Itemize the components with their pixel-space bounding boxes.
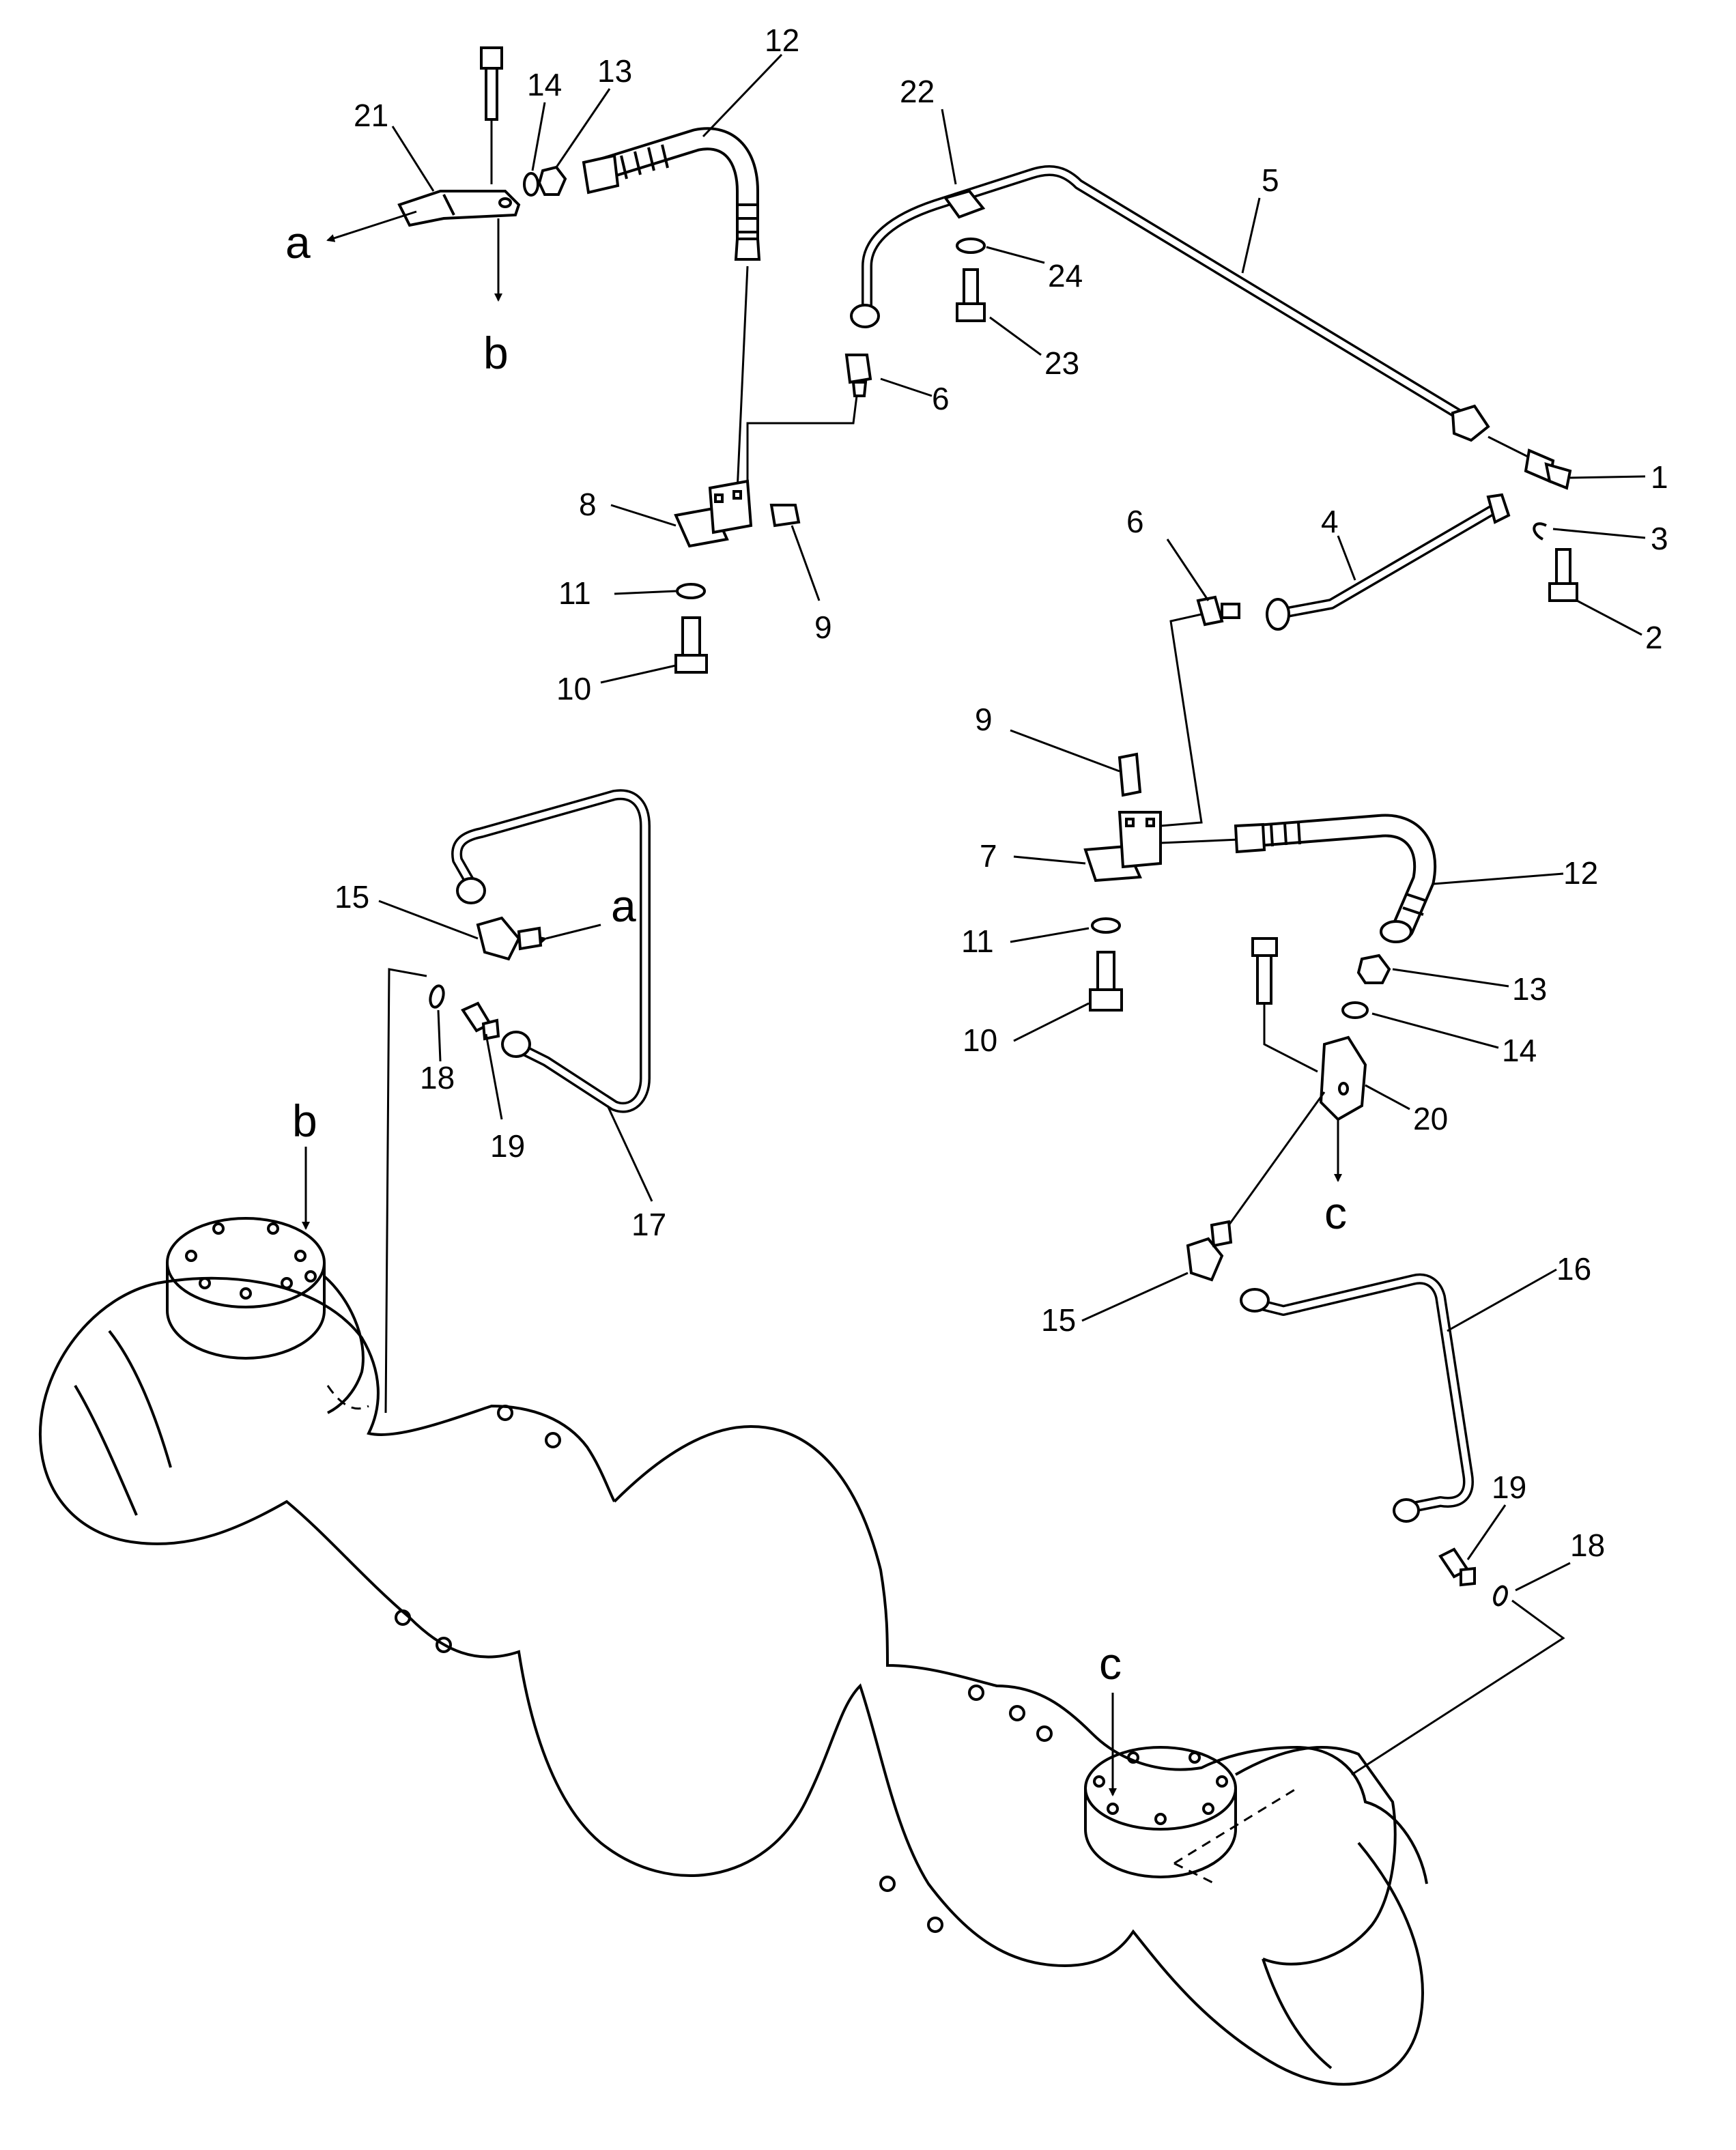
callout-15-right: 15 [1041, 1302, 1076, 1338]
bolt-10-upper [674, 616, 708, 674]
callout-10-right: 10 [963, 1022, 997, 1058]
callout-20: 20 [1413, 1101, 1448, 1136]
callout-11-right: 11 [961, 923, 994, 959]
lead-20-15 [1227, 1091, 1326, 1226]
callout-4: 4 [1321, 504, 1339, 539]
arrow-a-upper [326, 210, 417, 242]
hose-12-right [1234, 814, 1437, 943]
axle-housing [38, 1217, 1428, 2086]
bolt-10-right [1089, 951, 1123, 1012]
callout-7: 7 [980, 838, 997, 874]
fitting-6-right [1196, 595, 1240, 627]
callout-10-upper: 10 [556, 671, 591, 706]
callout-13-upper: 13 [597, 53, 632, 89]
washer-11-right [1091, 917, 1121, 934]
bracket-20 [1319, 1035, 1367, 1121]
clip-22 [943, 189, 986, 219]
tube-17 [451, 789, 651, 1113]
callout-5: 5 [1262, 162, 1279, 198]
callout-19-right: 19 [1492, 1470, 1526, 1505]
lead-8-6 [746, 395, 858, 491]
fitting-19-right [1438, 1547, 1476, 1587]
callout-12-upper: 12 [765, 23, 799, 58]
bolt-upper-left [480, 46, 503, 184]
plug-9-right [1118, 752, 1142, 797]
tee-1 [1524, 448, 1572, 490]
arrow-a-lower [538, 923, 601, 945]
callout-16: 16 [1556, 1251, 1591, 1287]
callout-14-right: 14 [1502, 1033, 1537, 1068]
washer-14-upper [523, 172, 539, 197]
tube-16 [1240, 1273, 1474, 1523]
bolt-23 [956, 268, 986, 322]
reference-letters: a b a b c c [285, 217, 1347, 1689]
callout-18-right: 18 [1570, 1528, 1605, 1563]
bolt-2 [1548, 548, 1578, 602]
callout-11-upper: 11 [558, 575, 591, 611]
callout-22: 22 [900, 74, 935, 109]
callout-18-left: 18 [420, 1060, 455, 1095]
nut-13-upper [537, 165, 567, 196]
ref-c-upper: c [1324, 1188, 1347, 1238]
callout-8: 8 [579, 487, 597, 522]
washer-14-right [1341, 1001, 1369, 1019]
lead-5-1 [1488, 435, 1530, 459]
callout-6-right: 6 [1126, 504, 1144, 539]
callout-17: 17 [631, 1207, 666, 1242]
block-8 [674, 479, 753, 548]
bolt-20 [1251, 937, 1318, 1073]
callout-1: 1 [1651, 459, 1668, 495]
oring-18-right [1493, 1585, 1508, 1607]
fitting-19-left [461, 1001, 500, 1041]
callout-19-left: 19 [490, 1128, 525, 1164]
ref-b-upper: b [483, 328, 509, 378]
callout-9-right: 9 [975, 702, 993, 737]
callout-24: 24 [1048, 258, 1083, 293]
nut-13-right [1356, 954, 1391, 984]
tube-5 [850, 165, 1490, 442]
callout-12-right: 12 [1563, 855, 1598, 891]
tube-4 [1266, 493, 1511, 631]
ref-a-upper: a [285, 217, 311, 268]
callout-3: 3 [1651, 521, 1668, 556]
elbow-15-left [476, 916, 543, 961]
callout-14-upper: 14 [527, 67, 562, 102]
ref-b-lower: b [292, 1095, 317, 1146]
ref-c-lower: c [1099, 1638, 1122, 1689]
plug-9-upper [769, 504, 801, 528]
callout-2: 2 [1645, 620, 1663, 655]
lead-7-12 [1160, 838, 1240, 844]
lead-18-housing-left [384, 968, 427, 1414]
lead-18-housing [1351, 1599, 1565, 1776]
callout-6-upper: 6 [932, 381, 950, 416]
bracket-21 [397, 190, 521, 227]
leader-lines [378, 53, 1646, 1592]
callout-9-upper: 9 [814, 610, 832, 645]
callout-13-right: 13 [1512, 971, 1547, 1007]
hose-12-upper [582, 127, 761, 261]
ref-a-lower: a [611, 880, 636, 931]
callout-numbers: 12 22 5 21 14 13 24 23 6 1 3 2 4 6 8 9 1… [335, 23, 1668, 1563]
lead-6-7 [1160, 613, 1203, 827]
washer-11-upper [676, 583, 706, 599]
callout-15-left: 15 [335, 879, 369, 915]
lead-12-8 [736, 266, 749, 492]
oring-18-left [429, 984, 445, 1009]
callout-23: 23 [1044, 345, 1079, 381]
block-7 [1083, 811, 1162, 883]
washer-3 [1533, 522, 1547, 541]
elbow-15-right [1186, 1220, 1233, 1282]
fitting-6-upper [844, 354, 872, 397]
callout-21: 21 [354, 98, 388, 133]
washer-24 [956, 238, 986, 254]
